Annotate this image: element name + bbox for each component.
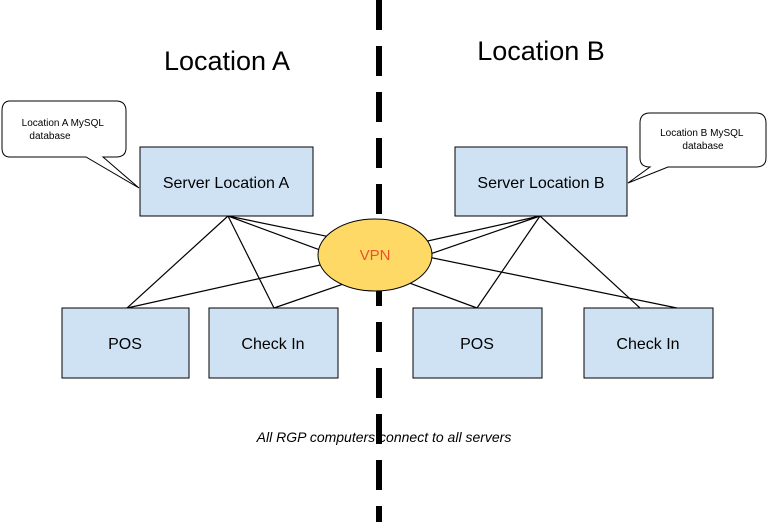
connection-line <box>539 215 641 309</box>
location-b-title: Location B <box>477 36 605 66</box>
vpn-node: VPN <box>317 218 433 292</box>
check-in-location-a-label: Check In <box>241 336 304 353</box>
speech-bubble-icon <box>627 112 767 184</box>
pos-location-a-label: POS <box>108 336 142 353</box>
check-in-location-a: Check In <box>208 307 339 379</box>
svg-text:Location B MySQL datab: Location B MySQL database <box>660 128 746 152</box>
check-in-location-a-box <box>208 307 339 379</box>
connections-server-a <box>126 215 678 309</box>
connection-line <box>126 215 229 309</box>
pos-location-b-box <box>412 307 543 379</box>
speech-bubble-icon <box>1 100 140 189</box>
pos-location-b: POS <box>412 307 543 379</box>
vpn-label: VPN <box>360 247 391 264</box>
vpn-ellipse <box>317 218 433 292</box>
callout-a-line-2: database <box>29 131 71 142</box>
location-a-title: Location A <box>164 46 290 76</box>
pos-location-a-box <box>61 307 190 379</box>
check-in-location-b-box <box>583 307 714 379</box>
callout-b-line-1: Location B MySQL <box>660 128 744 139</box>
server-location-a-box <box>139 146 314 217</box>
server-location-b: Server Location B <box>454 146 628 217</box>
server-location-a-label: Server Location A <box>163 175 290 192</box>
connection-line <box>476 215 541 309</box>
diagram-caption: All RGP computers connect to all servers <box>256 429 512 445</box>
check-in-location-b-label: Check In <box>616 336 679 353</box>
callout-b-line-2: database <box>682 141 724 152</box>
server-location-b-box <box>454 146 628 217</box>
pos-location-b-label: POS <box>460 336 494 353</box>
callout-location-b-db: Location B MySQL database <box>627 112 767 184</box>
check-in-location-b: Check In <box>583 307 714 379</box>
connection-line <box>227 215 678 309</box>
callout-location-a-db: Location A MySQL database <box>1 100 140 189</box>
server-location-a: Server Location A <box>139 146 314 217</box>
svg-text:Location A MySQL datab: Location A MySQL database <box>22 118 107 142</box>
server-location-b-label: Server Location B <box>477 175 604 192</box>
callout-a-line-1: Location A MySQL <box>22 118 105 129</box>
connection-line <box>227 215 275 309</box>
pos-location-a: POS <box>61 307 190 379</box>
